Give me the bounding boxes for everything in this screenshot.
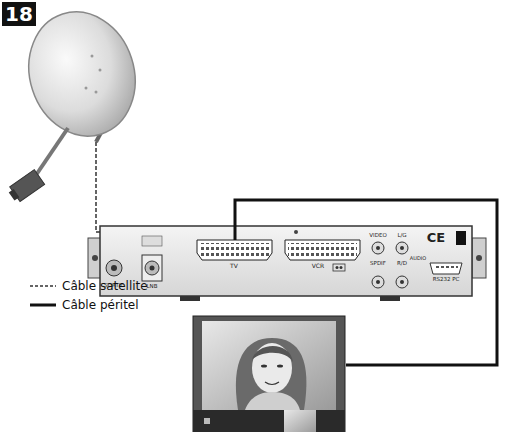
figure-number: 18 xyxy=(2,2,36,26)
port-label: VIDEO xyxy=(369,233,386,239)
port-label: AUDIO xyxy=(410,256,426,261)
port-label: R/D xyxy=(397,261,407,267)
legend-text: Câble satellite xyxy=(62,280,148,292)
television xyxy=(193,316,345,432)
mark-label: CE xyxy=(427,231,445,244)
satellite-dish xyxy=(6,0,150,204)
receiver-rear-panel xyxy=(88,226,486,301)
port-label: VCR xyxy=(312,263,324,269)
port-label: TV xyxy=(230,263,238,269)
port-label: LNB xyxy=(147,284,158,290)
legend-sample xyxy=(30,304,56,307)
port-label: RS232 PC xyxy=(433,277,460,283)
port-label: L/G xyxy=(397,233,406,239)
legend-sample xyxy=(30,285,56,287)
port-label: SPDIF xyxy=(370,261,386,267)
legend-text: Câble péritel xyxy=(62,299,139,311)
